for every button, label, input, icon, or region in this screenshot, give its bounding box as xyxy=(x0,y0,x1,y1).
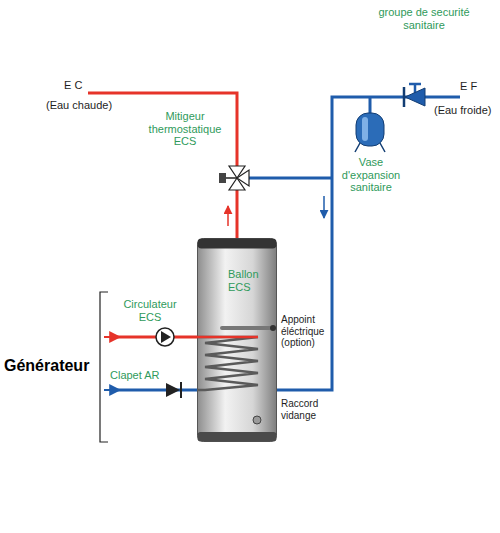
vessel-highlight xyxy=(362,117,368,141)
flow-arrow xyxy=(227,206,229,226)
pipe-label: E F xyxy=(460,80,477,93)
vessel-legs xyxy=(355,143,385,152)
circulator-pump-symbol xyxy=(156,328,174,346)
valve-knob xyxy=(219,173,226,183)
heater-terminal xyxy=(270,325,276,331)
valve-stem xyxy=(226,177,237,179)
check-valve-triangle xyxy=(166,383,180,397)
pump-triangle xyxy=(161,331,171,343)
safety-group-symbol xyxy=(404,84,425,107)
check-valve-symbol xyxy=(166,382,181,398)
check-valve-bar xyxy=(180,382,182,398)
component-label: Mitigeur thermostatique ECS xyxy=(142,110,228,148)
drain-fitting xyxy=(253,416,261,424)
tank-body xyxy=(198,239,277,442)
flow-arrow xyxy=(323,196,325,218)
component-label: Clapet AR xyxy=(110,369,160,382)
cold-water-pipe xyxy=(277,97,460,390)
flow-arrow xyxy=(104,389,120,391)
valve-port xyxy=(237,170,249,186)
heat-exchanger-coil xyxy=(197,337,258,390)
pipe-label: Raccord vidange xyxy=(281,398,327,421)
tank-label: Ballon ECS xyxy=(228,268,272,293)
coil-inlet xyxy=(197,336,258,339)
component-label: Circulateur ECS xyxy=(112,298,188,323)
cold-water-pipe xyxy=(369,97,372,114)
component-label: Vase d'expansion sanitaire xyxy=(336,156,406,194)
check-valve-bar xyxy=(403,87,406,107)
tank-base xyxy=(198,432,277,442)
expansion-vessel-symbol xyxy=(355,113,385,152)
mixing-valve-symbol xyxy=(219,166,249,190)
pipe-label: (Eau chaude) xyxy=(46,99,112,112)
pump-body xyxy=(156,328,174,346)
flow-arrow xyxy=(104,336,120,338)
tank-top-cap xyxy=(198,239,277,249)
component-label: groupe de securité sanitaire xyxy=(368,6,480,31)
pipe-label: Appoint éléctrique (option) xyxy=(281,314,327,349)
cold-water-pipe xyxy=(249,177,332,180)
group-label: Générateur xyxy=(4,357,89,375)
electric-heater-rod xyxy=(222,326,274,330)
storage-tank: Ballon ECS xyxy=(197,238,277,442)
check-valve-triangle xyxy=(405,88,425,106)
generator-bracket xyxy=(100,292,108,442)
hot-water-pipe xyxy=(236,190,239,238)
vessel-body xyxy=(356,113,384,146)
pipe-label: (Eau froide) xyxy=(434,104,491,117)
primary-return-pipe xyxy=(114,389,197,392)
pipe-label: E C xyxy=(64,79,82,92)
